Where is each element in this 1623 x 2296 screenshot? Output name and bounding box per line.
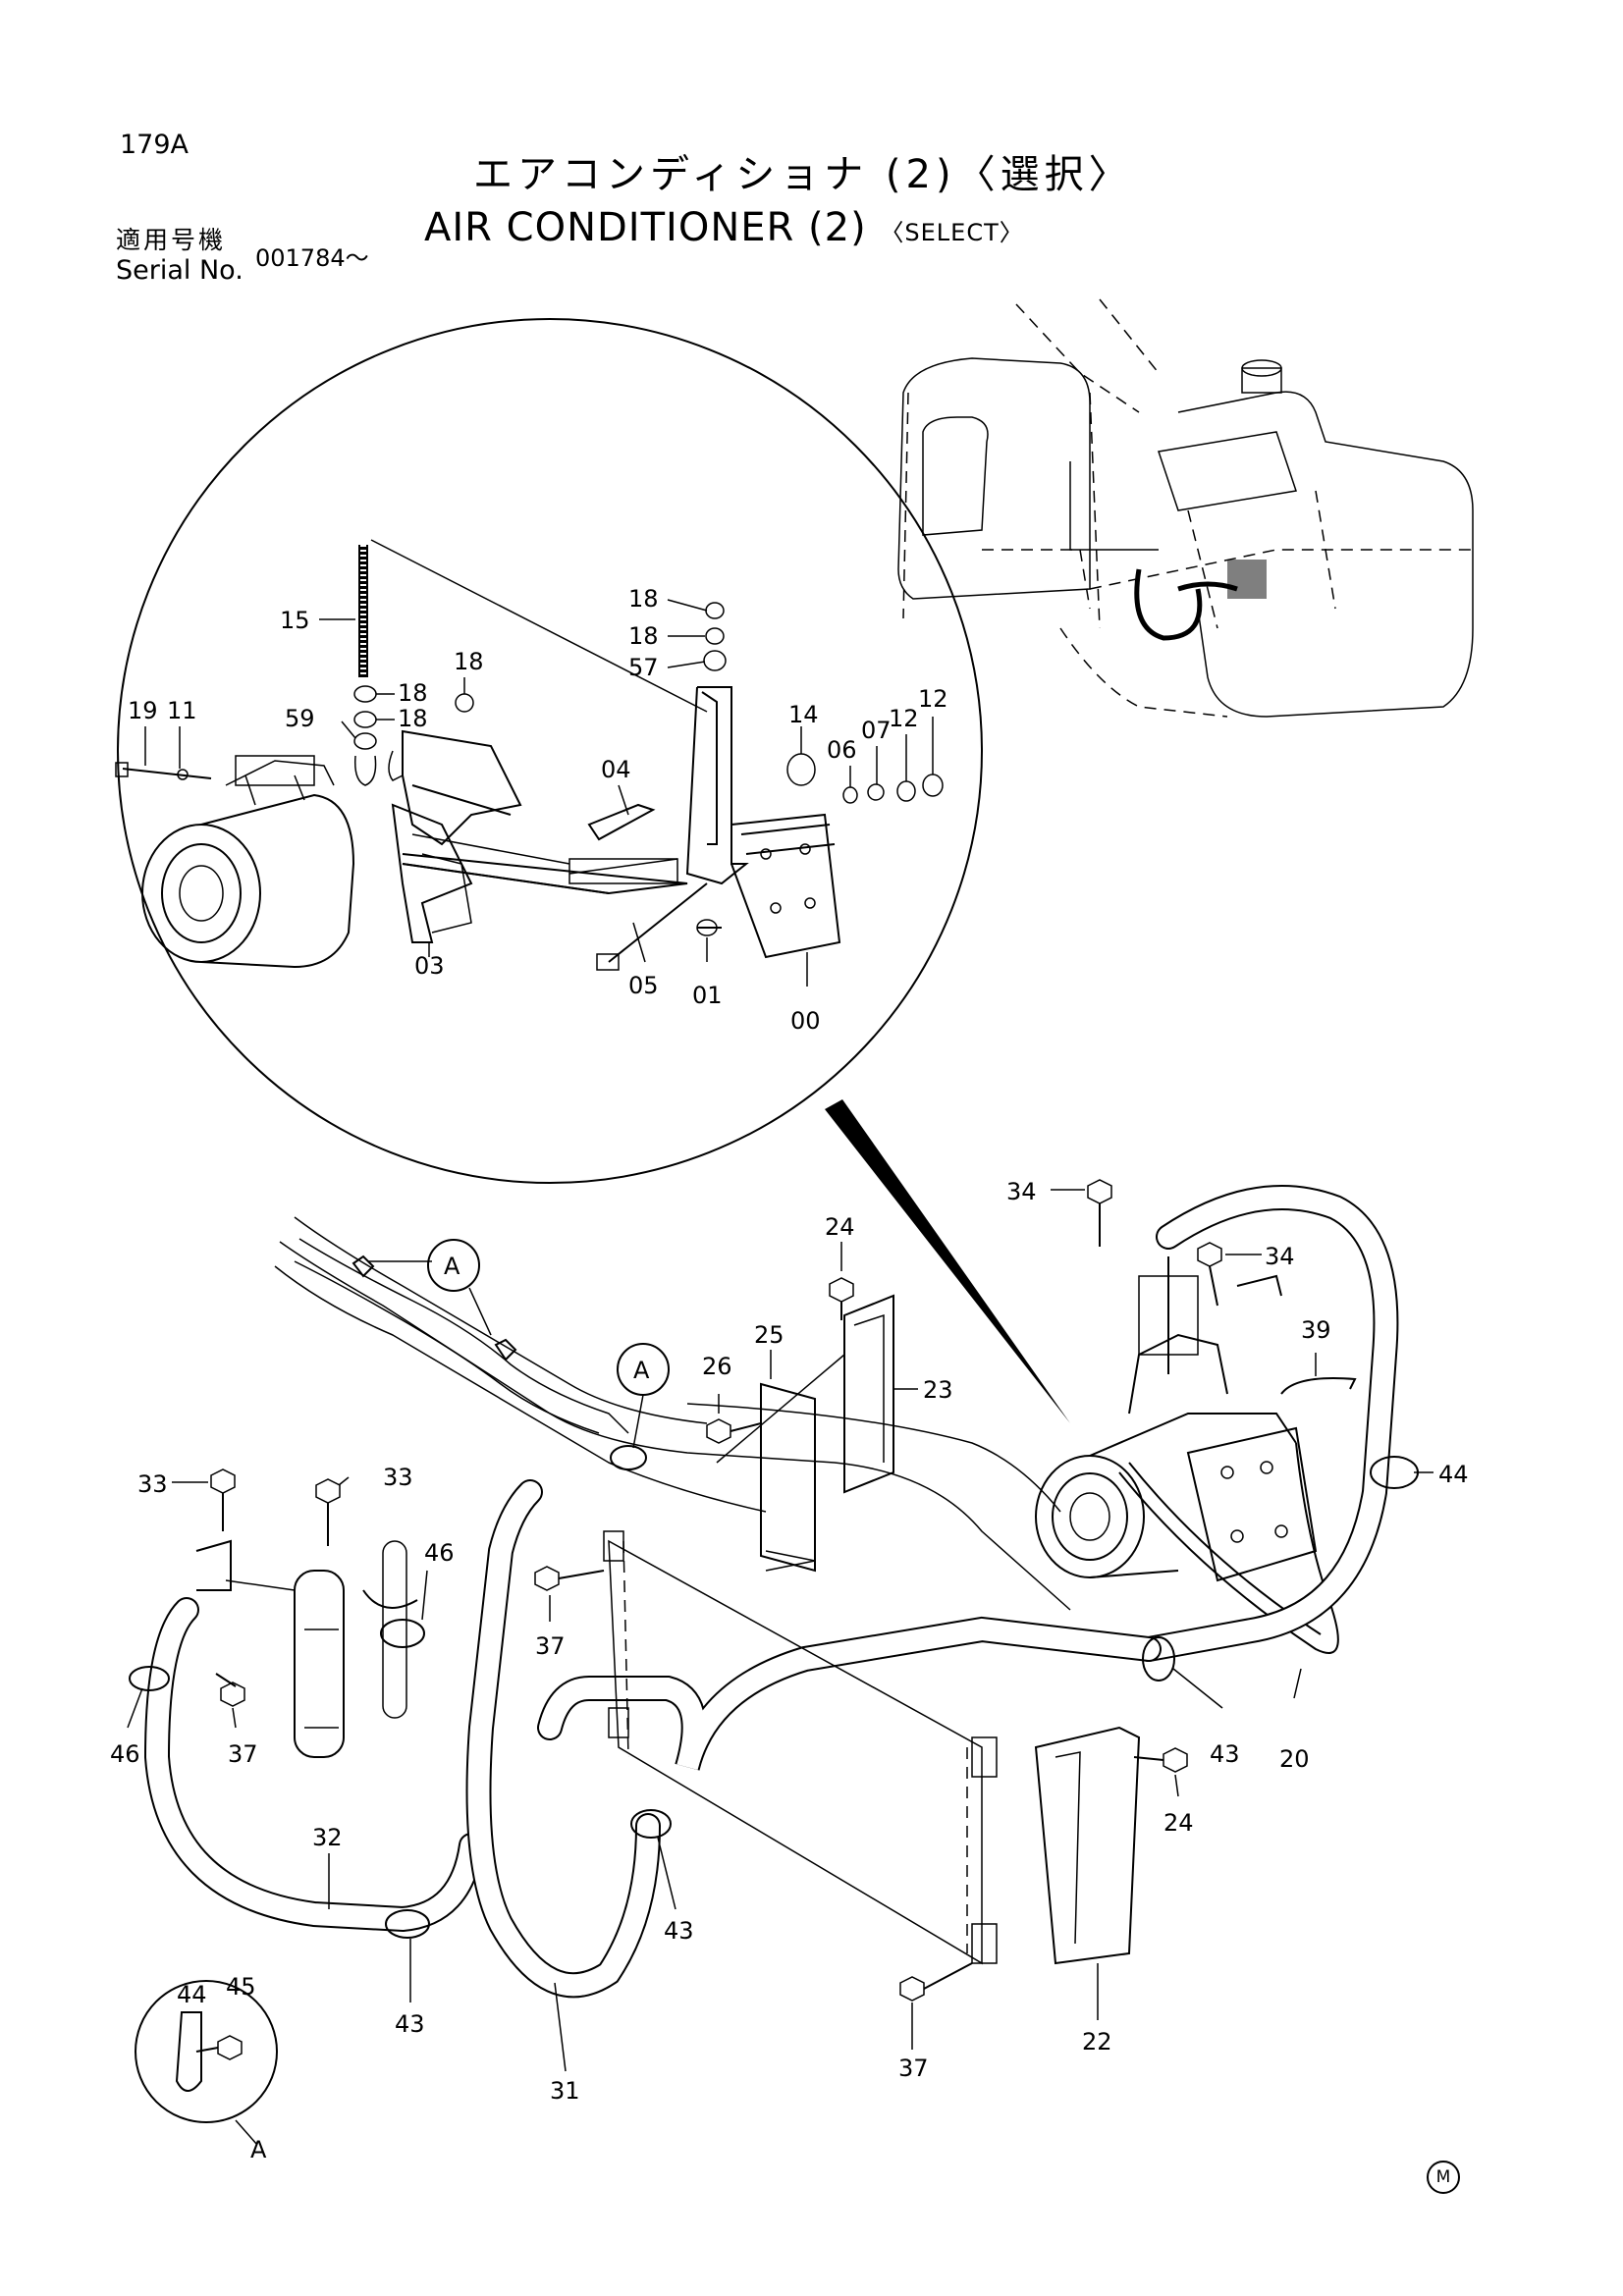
callout-22: 22: [1082, 2028, 1112, 2056]
page-number: 179A: [120, 130, 189, 160]
callout-43-a: 43: [1210, 1740, 1240, 1768]
bolt-34-upper: [1087, 1179, 1112, 1247]
callout-43-c: 43: [395, 2010, 425, 2038]
serial-number-value: 001784～: [255, 244, 369, 272]
detail-magnifier-circle: [117, 318, 983, 1184]
hose-20: [1138, 1187, 1397, 1660]
callout-12-a: 12: [889, 705, 919, 732]
callout-labels: 15 18 18 57 18 18 18 59 19 11 14 06 07 1…: [110, 585, 1469, 2163]
callout-24-a: 24: [825, 1213, 855, 1241]
callout-34-b: 34: [1265, 1243, 1295, 1270]
bolt-45-inset: [195, 2035, 243, 2060]
callout-12-b: 12: [918, 685, 948, 713]
condenser-panel: [603, 1530, 998, 1965]
callout-25: 25: [754, 1321, 784, 1349]
callout-11: 11: [167, 697, 197, 724]
compressor-main: [1035, 1256, 1339, 1654]
bolt-37-left: [215, 1673, 245, 1707]
bolt-24-upper: [829, 1277, 854, 1320]
callout-34-a: 34: [1006, 1178, 1037, 1205]
callout-57: 57: [628, 654, 659, 681]
title-english-main: AIR CONDITIONER (2): [424, 205, 867, 250]
callout-37-a: 37: [535, 1632, 566, 1660]
callout-46-a: 46: [424, 1539, 455, 1567]
bracket-assembly-detail: [353, 602, 944, 971]
title-select-tag: 〈SELECT〉: [880, 219, 1024, 246]
callout-37-b: 37: [228, 1740, 258, 1768]
serial-label-english: Serial No.: [116, 255, 243, 286]
detail-leader-wedge: [825, 1099, 1070, 1423]
callout-18-b: 18: [628, 622, 659, 650]
callout-07: 07: [861, 717, 892, 744]
page-title-japanese: エアコンディショナ (2)〈選択〉: [473, 152, 1133, 197]
callout-23: 23: [923, 1376, 953, 1404]
callout-33-a: 33: [137, 1470, 168, 1498]
callout-45: 45: [226, 1973, 256, 2001]
callout-37-c: 37: [898, 2055, 929, 2082]
callout-46-b: 46: [110, 1740, 140, 1768]
callout-05: 05: [628, 972, 659, 999]
bolt-26: [706, 1418, 762, 1444]
frame-rails: [274, 1216, 1071, 1611]
bolt-37-low: [899, 1962, 973, 2002]
callout-31: 31: [550, 2077, 580, 2105]
bracket-23-25-22: [716, 1294, 1141, 1965]
clip-44-inset: [175, 2011, 202, 2092]
callout-letter-a-3: A: [250, 2136, 267, 2163]
callout-33-b: 33: [383, 1464, 413, 1491]
bolt-34-lower: [1197, 1242, 1222, 1307]
serial-label-japanese: 適用号機: [116, 226, 227, 254]
callout-04: 04: [601, 756, 631, 783]
callout-26: 26: [702, 1353, 732, 1380]
bolt-37-mid: [534, 1566, 605, 1591]
detail-leader-lines: [144, 599, 934, 987]
footer-m-mark: M: [1427, 2161, 1460, 2194]
callout-39: 39: [1301, 1316, 1331, 1344]
page-title-english: AIR CONDITIONER (2) 〈SELECT〉: [424, 208, 1024, 247]
bolt-33-right: [315, 1478, 341, 1546]
callout-44-b: 44: [177, 1981, 207, 2008]
callout-06: 06: [827, 736, 857, 764]
callout-59: 59: [285, 705, 315, 732]
callout-18-e: 18: [454, 648, 484, 675]
callout-15: 15: [280, 607, 310, 634]
excavator-outline-drawing: [897, 298, 1474, 718]
callout-18-d: 18: [398, 705, 428, 732]
callout-letter-a-2: A: [633, 1357, 650, 1384]
callout-circle-a-1: [427, 1239, 480, 1292]
hose-31: [467, 1481, 659, 1997]
outer-leader-lines: [127, 1189, 1434, 2072]
callout-letter-a-1: A: [444, 1253, 460, 1280]
callout-18-a: 18: [628, 585, 659, 613]
callout-19: 19: [128, 697, 158, 724]
callout-00: 00: [790, 1007, 821, 1035]
detail-a-circle: [135, 1980, 278, 2123]
receiver-drier: [195, 1539, 418, 1758]
callout-24-b: 24: [1163, 1809, 1194, 1837]
callout-32: 32: [312, 1824, 343, 1851]
callout-03: 03: [414, 952, 445, 980]
hose-43: [539, 1618, 1160, 1771]
callout-18-c: 18: [398, 679, 428, 707]
stud-bolt-15: [358, 539, 708, 713]
bolt-33-left: [210, 1468, 236, 1531]
hose-32: [145, 1599, 482, 1931]
bolts: [195, 1179, 1222, 2060]
callout-14: 14: [788, 701, 819, 728]
callout-43-b: 43: [664, 1917, 694, 1945]
callout-20: 20: [1279, 1745, 1310, 1773]
compressor-detail: [115, 755, 355, 969]
callout-01: 01: [692, 982, 723, 1009]
callout-44-a: 44: [1438, 1461, 1469, 1488]
bolt-24-lower: [1133, 1747, 1188, 1773]
